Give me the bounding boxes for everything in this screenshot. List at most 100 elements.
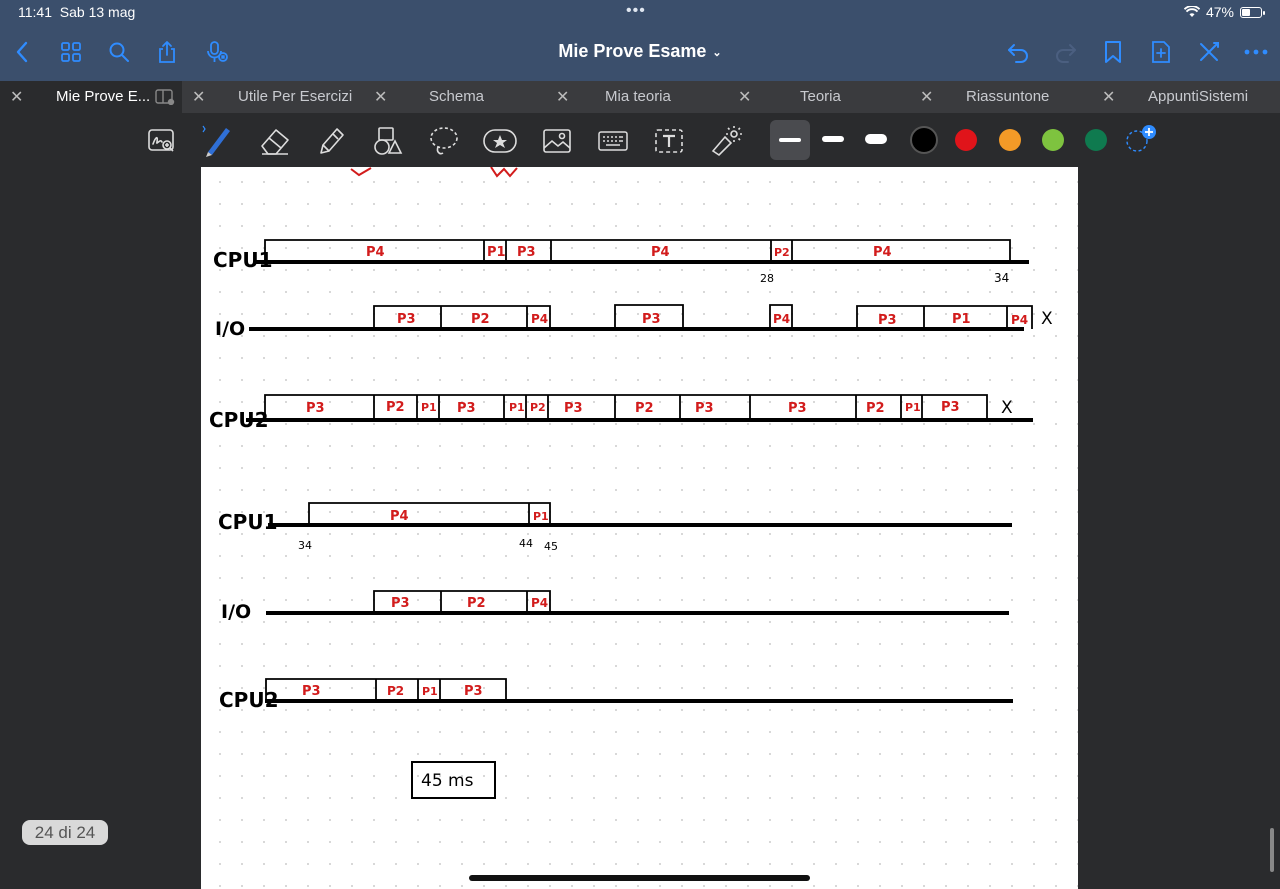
add-color-icon[interactable] — [1125, 124, 1159, 154]
bookmark-icon[interactable] — [1097, 36, 1129, 68]
segment-p3: P3 — [695, 401, 714, 416]
segment-p2: P2 — [467, 596, 486, 611]
segment-p1: P1 — [509, 401, 525, 414]
segment-p1: P1 — [905, 401, 921, 414]
segment-p4: P4 — [531, 312, 548, 326]
result-box — [411, 761, 496, 799]
tab-label: Schema — [429, 88, 485, 105]
grid-icon[interactable] — [55, 36, 87, 68]
segment-p1: P1 — [952, 312, 971, 327]
image-icon[interactable] — [537, 121, 577, 161]
back-icon[interactable] — [6, 36, 38, 68]
status-bar: 11:41 Sab 13 mag ••• 47% — [0, 0, 1280, 24]
lasso-icon[interactable] — [424, 121, 464, 161]
undo-icon[interactable] — [1002, 36, 1034, 68]
segment-p2: P2 — [866, 401, 885, 416]
share-icon[interactable] — [151, 36, 183, 68]
color-green-swatch[interactable] — [1042, 129, 1064, 151]
tab-appunti-sistemi[interactable]: ✕ AppuntiSistemi — [1092, 81, 1280, 113]
laser-pointer-icon[interactable] — [706, 121, 746, 161]
redo-icon[interactable] — [1050, 36, 1082, 68]
home-indicator[interactable] — [469, 875, 810, 881]
tick-44: 44 — [519, 537, 533, 550]
segment-p2: P2 — [386, 400, 405, 415]
segment-p3: P3 — [564, 401, 583, 416]
more-icon[interactable] — [1240, 36, 1272, 68]
tab-label: Riassuntone — [966, 88, 1050, 105]
segment-p4: P4 — [773, 312, 790, 326]
pen-icon[interactable] — [198, 121, 238, 161]
close-tab-icon[interactable]: ✕ — [920, 89, 934, 106]
segment-p3: P3 — [302, 684, 321, 699]
tab-bar: ✕ Mie Prove E... ✕ Utile Per Esercizi ✕ … — [0, 81, 1280, 113]
segment-p2: P2 — [774, 246, 790, 259]
add-page-icon[interactable] — [1145, 36, 1177, 68]
segment-p3: P3 — [457, 401, 476, 416]
tick-34: 34 — [994, 271, 1009, 285]
battery-percent: 47% — [1205, 4, 1234, 20]
keyboard-icon[interactable] — [593, 121, 633, 161]
multitasking-dots-icon[interactable]: ••• — [626, 2, 646, 19]
split-view-icon[interactable] — [155, 89, 175, 105]
close-tab-icon[interactable]: ✕ — [10, 89, 24, 106]
end-mark-x: X — [1001, 398, 1013, 418]
segment-p1: P1 — [421, 401, 437, 414]
mic-icon[interactable] — [201, 36, 233, 68]
segment-p2: P2 — [530, 401, 546, 414]
close-tab-icon[interactable]: ✕ — [1102, 89, 1116, 106]
tab-label: Mia teoria — [605, 88, 671, 105]
tab-label: Utile Per Esercizi — [238, 88, 353, 105]
note-page[interactable]: CPU1 P4 P1 P3 P4 P2 P4 28 34 I/O P3 P2 P… — [201, 167, 1078, 889]
zoom-lasso-icon[interactable] — [142, 121, 182, 161]
tick-28: 28 — [760, 272, 774, 285]
segment-p3: P3 — [391, 596, 410, 611]
wifi-icon — [1183, 6, 1200, 17]
stroke-thick-icon[interactable] — [865, 134, 887, 144]
document-title[interactable]: Mie Prove Esame⌄ — [558, 41, 722, 61]
segment-p4: P4 — [531, 596, 548, 610]
segment-p3: P3 — [788, 401, 807, 416]
segment-p4: P4 — [651, 245, 670, 260]
segment-p2: P2 — [635, 401, 654, 416]
row-label-io: I/O — [215, 318, 245, 340]
tab-teoria[interactable]: ✕ Teoria — [728, 81, 910, 113]
segment-p3: P3 — [941, 400, 960, 415]
segment-p3: P3 — [517, 245, 536, 260]
tab-mia-teoria[interactable]: ✕ Mia teoria — [546, 81, 728, 113]
close-tab-icon[interactable]: ✕ — [556, 89, 570, 106]
shapes-icon[interactable] — [367, 121, 407, 161]
highlighter-icon[interactable] — [311, 121, 351, 161]
tab-riassuntone[interactable]: ✕ Riassuntone — [910, 81, 1092, 113]
battery-icon — [1240, 6, 1265, 18]
stroke-medium-icon[interactable] — [822, 135, 844, 143]
color-black-swatch[interactable] — [910, 126, 938, 154]
color-red-swatch[interactable] — [955, 129, 977, 151]
tab-utile-per-esercizi[interactable]: ✕ Utile Per Esercizi — [182, 81, 364, 113]
segment-p1: P1 — [487, 245, 506, 260]
segment-p4: P4 — [873, 245, 892, 260]
segment-p3: P3 — [642, 312, 661, 327]
segment-p3: P3 — [464, 684, 483, 699]
segment-p4: P4 — [366, 245, 385, 260]
tab-schema[interactable]: ✕ Schema — [364, 81, 546, 113]
drawing-toolbar — [0, 113, 1280, 167]
tab-mie-prove[interactable]: ✕ Mie Prove E... — [0, 81, 182, 113]
close-tab-icon[interactable]: ✕ — [374, 89, 388, 106]
close-tab-icon[interactable]: ✕ — [738, 89, 752, 106]
scroll-indicator[interactable] — [1270, 828, 1274, 872]
stroke-thin-icon — [779, 138, 801, 142]
segment-p4: P4 — [1011, 313, 1028, 327]
tick-34: 34 — [298, 539, 312, 552]
close-icon[interactable] — [1193, 36, 1225, 68]
segment-p3: P3 — [878, 313, 897, 328]
page-counter: 24 di 24 — [22, 820, 108, 845]
close-tab-icon[interactable]: ✕ — [192, 89, 206, 106]
text-icon[interactable] — [649, 121, 689, 161]
sticker-icon[interactable] — [480, 121, 520, 161]
handwriting-canvas[interactable]: CPU1 P4 P1 P3 P4 P2 P4 28 34 I/O P3 P2 P… — [201, 167, 1078, 889]
color-dark-green-swatch[interactable] — [1085, 129, 1107, 151]
nav-bar: Mie Prove Esame⌄ — [0, 24, 1280, 81]
eraser-icon[interactable] — [255, 121, 295, 161]
search-icon[interactable] — [103, 36, 135, 68]
color-orange-swatch[interactable] — [999, 129, 1021, 151]
